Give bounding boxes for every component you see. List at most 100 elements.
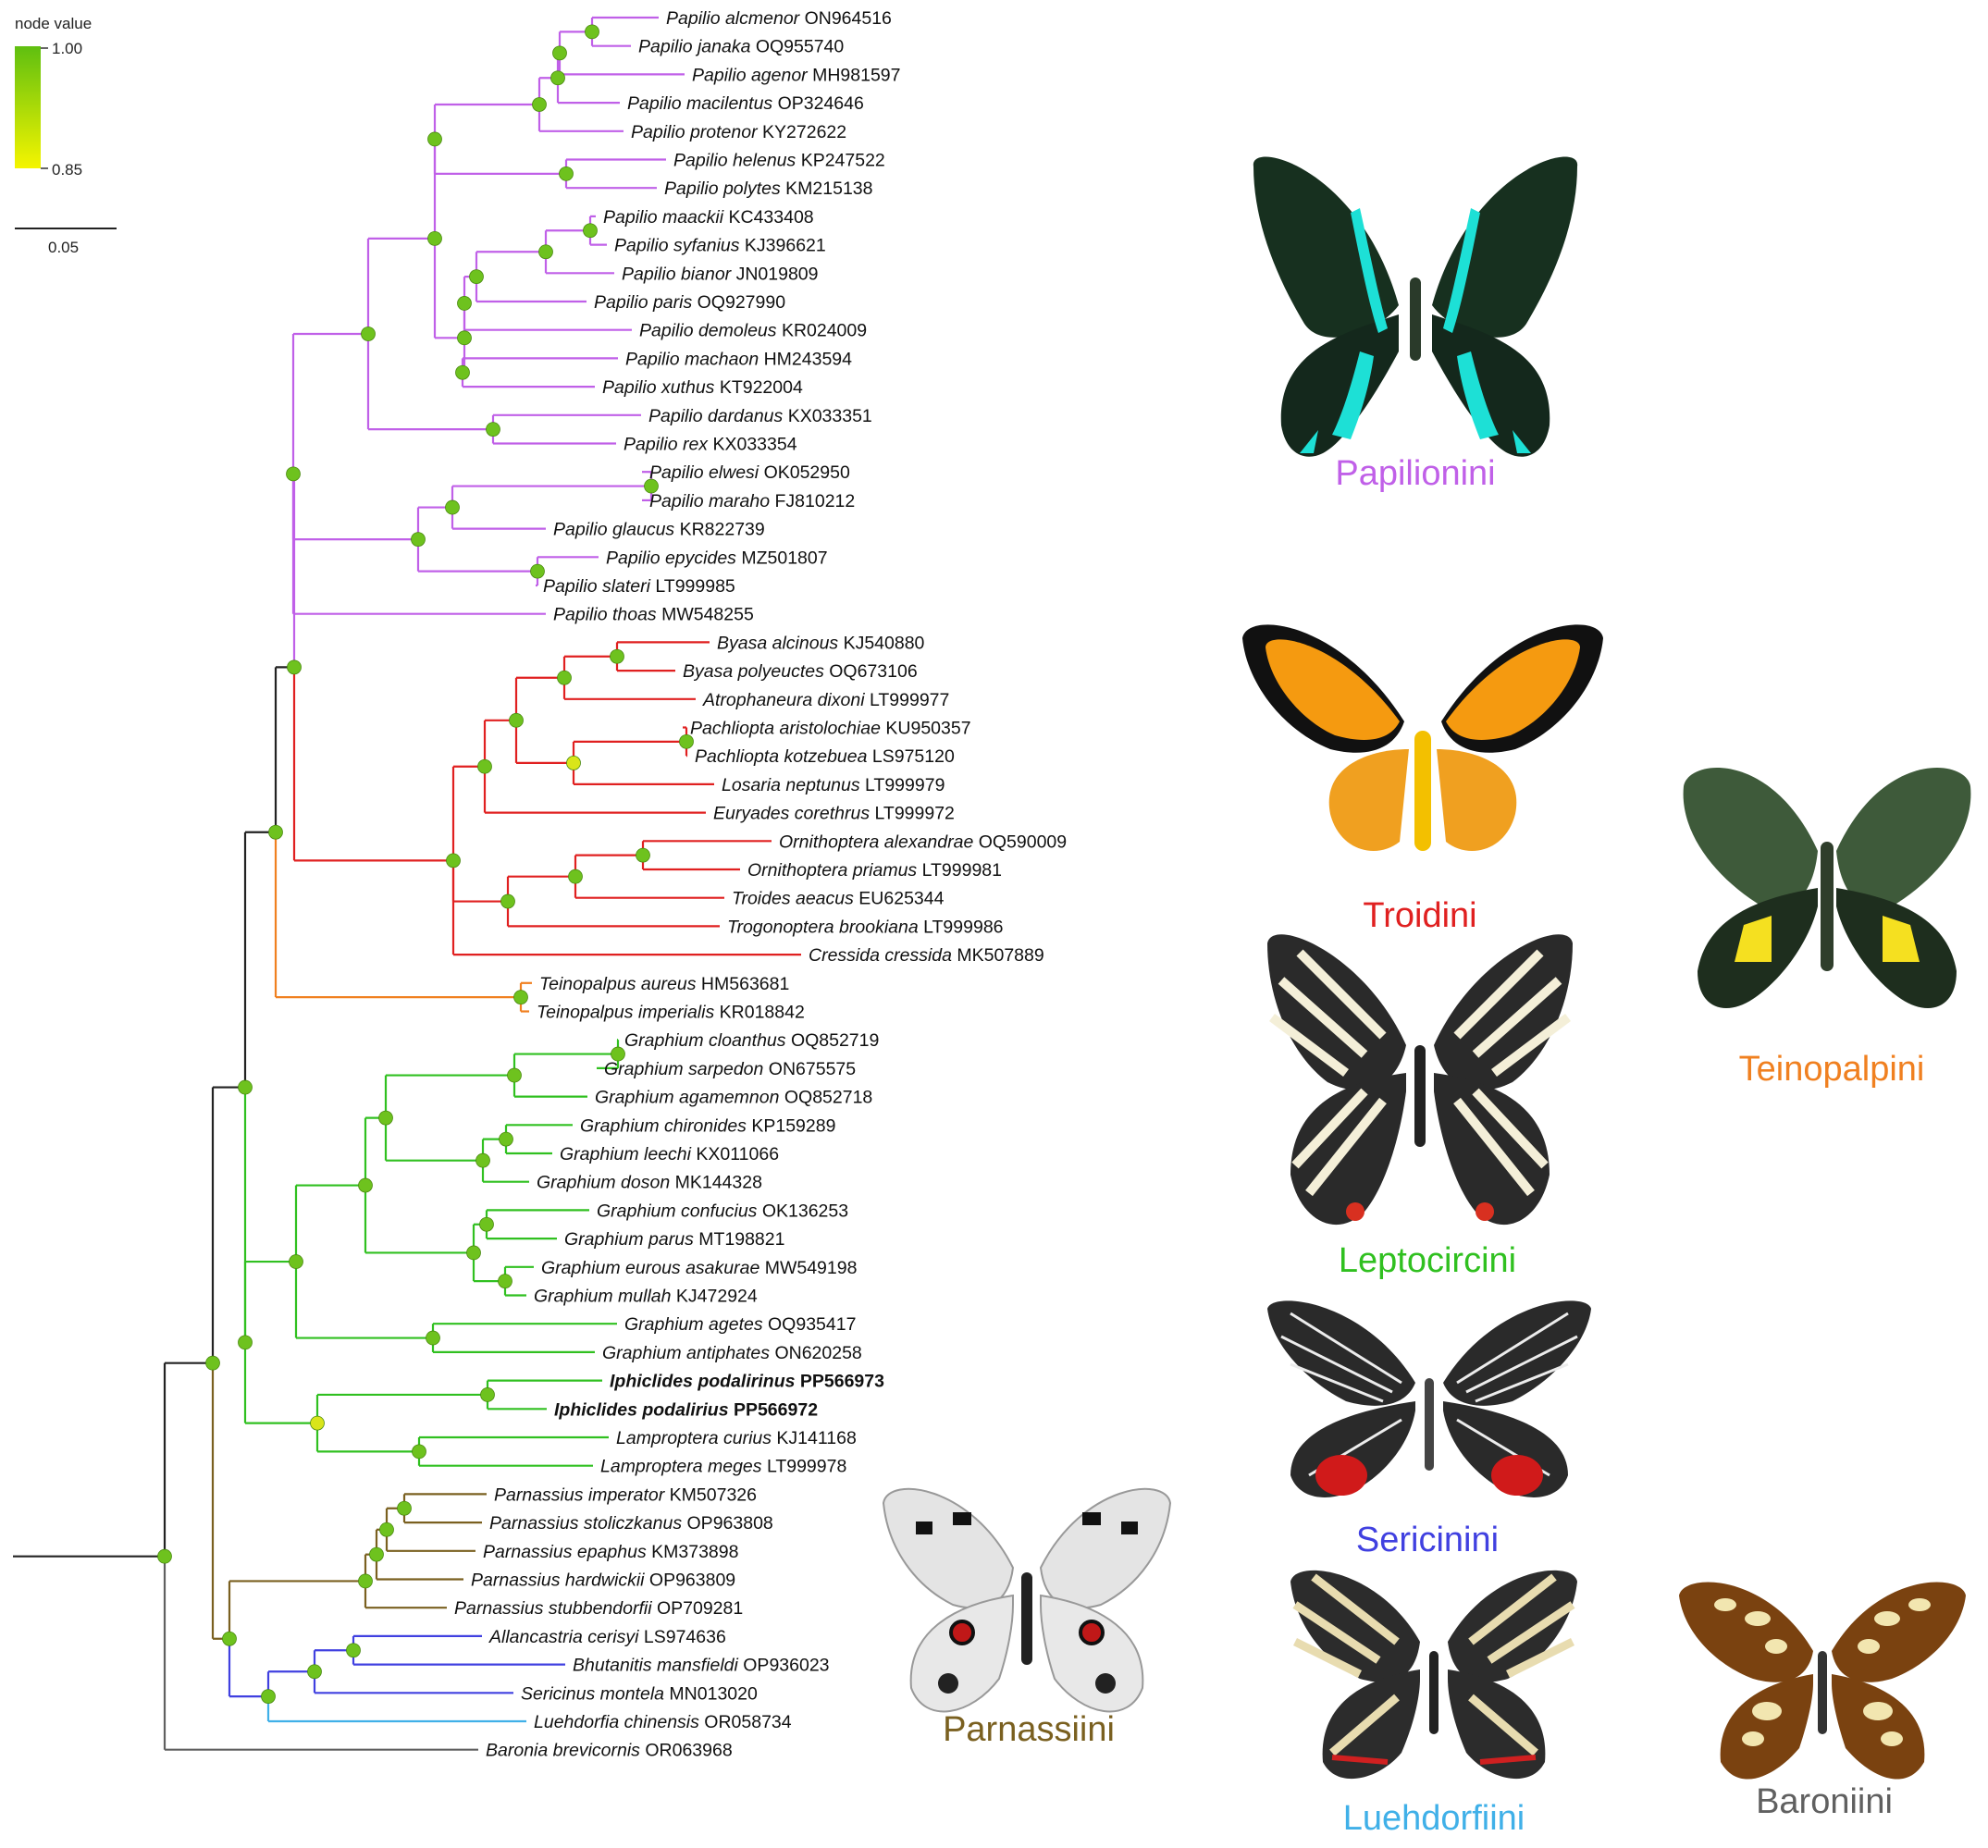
tip-accession: LT999981 [922,860,1002,881]
tip-species: Graphium parus [564,1229,698,1250]
support-node [679,733,694,749]
tip-accession: PP566973 [800,1372,884,1392]
tip-species: Graphium cloanthus [624,1030,791,1051]
tip-species: Papilio macilentus [627,93,778,114]
tip-accession: KJ472924 [676,1287,758,1307]
support-node [346,1643,361,1658]
tip-label: Papilio slateri LT999985 [543,576,735,597]
support-node [486,422,500,437]
tip-label: Graphium leechi KX011066 [560,1144,779,1164]
tip-species: Lamproptera curius [616,1428,776,1448]
tip-accession: OQ927990 [698,292,786,313]
tip-accession: OR063968 [645,1741,732,1761]
tip-label: Parnassius stoliczkanus OP963808 [489,1513,773,1534]
tip-species: Troides aeacus [732,889,858,909]
tip-label: Papilio thoas MW548255 [553,605,754,625]
node-value-legend: node value 1.00 0.85 0.05 [15,15,117,256]
support-node [479,1216,494,1232]
leptocircini-butterfly-image [1267,934,1573,1226]
support-node [261,1689,276,1705]
tip-label: Ornithoptera alexandrae OQ590009 [779,832,1067,852]
tip-accession: PP566972 [734,1399,818,1420]
tip-species: Parnassius stoliczkanus [489,1513,687,1534]
tip-accession: ON620258 [774,1343,861,1363]
tribe-labels: Papilionini Troidini Teinopalpini Leptoc… [943,454,1924,1838]
support-node [205,1355,220,1371]
support-node [513,990,528,1005]
tip-species: Ornithoptera alexandrae [779,832,979,852]
tip-label: Baronia brevicornis OR063968 [486,1741,733,1761]
tip-species: Papilio glaucus [553,520,680,540]
tip-species: Papilio dardanus [648,406,788,426]
tip-species: Papilio machaon [625,349,764,369]
tip-species: Graphium agamemnon [595,1088,784,1108]
tip-accession: LS974636 [644,1627,726,1647]
tip-label: Graphium parus MT198821 [564,1229,784,1250]
tip-species: Graphium leechi [560,1144,696,1164]
tip-species: Papilio agenor [692,65,812,85]
tip-label: Byasa polyeuctes OQ673106 [683,661,918,682]
tip-label: Parnassius epaphus KM373898 [483,1542,738,1562]
tip-label: Papilio xuthus KT922004 [602,377,803,398]
tip-label: Lamproptera meges LT999978 [600,1457,846,1477]
support-node [358,1177,373,1193]
tip-accession: KT922004 [720,377,803,398]
support-node [530,563,545,579]
tip-label: Parnassius imperator KM507326 [494,1485,757,1505]
tip-label: Papilio machaon HM243594 [625,349,852,369]
tip-species: Papilio slateri [543,576,655,597]
tip-label: Parnassius hardwickii OP963809 [471,1571,735,1591]
tip-label: Papilio agenor MH981597 [692,65,901,85]
tip-species: Papilio epycides [606,548,741,568]
support-node [538,244,553,260]
tip-species: Papilio thoas [553,605,661,625]
tip-species: Graphium eurous asakurae [541,1258,765,1278]
support-node [411,532,426,548]
tip-accession: KM507326 [670,1485,757,1505]
support-node [358,1573,373,1589]
tip-species: Papilio maackii [603,207,728,228]
tip-accession: OQ590009 [979,832,1067,852]
tip-species: Papilio syfanius [614,236,745,256]
support-node [238,1335,253,1350]
tip-species: Papilio rex [624,435,712,455]
tip-species: Losaria neptunus [722,775,865,795]
tip-label: Papilio glaucus KR822739 [553,520,765,540]
papilionini-butterfly-image [1253,156,1578,457]
tip-species: Pachliopta aristolochiae [690,719,885,739]
tip-accession: MH981597 [812,65,900,85]
legend-max-label: 1.00 [52,40,82,57]
support-node [475,1152,490,1168]
support-node [507,1067,522,1083]
support-node [157,1548,172,1564]
tip-species: Papilio paris [594,292,698,313]
support-node [457,330,472,346]
tip-label: Atrophaneura dixoni LT999977 [702,690,949,710]
tip-accession: KM215138 [785,179,872,199]
tip-label: Papilio alcmenor ON964516 [666,8,892,29]
teinopalpini-butterfly-image [1683,767,1971,1008]
scale-bar-label: 0.05 [48,239,79,256]
tip-label: Iphiclides podalirinus PP566973 [610,1372,884,1392]
support-node [466,1245,481,1261]
tip-accession: OR058734 [704,1712,791,1732]
tip-label: Graphium eurous asakurae MW549198 [541,1258,857,1278]
node-support-markers [157,24,694,1705]
tip-label: Pachliopta aristolochiae KU950357 [690,719,971,739]
support-node [498,1274,512,1289]
tip-label: Graphium doson MK144328 [537,1173,762,1193]
tip-accession: KR018842 [720,1003,805,1023]
tip-species: Byasa alcinous [717,633,844,653]
tip-label: Papilio bianor JN019809 [622,264,819,284]
tip-accession: LT999972 [875,804,955,824]
tip-accession: KJ141168 [776,1428,856,1448]
tribe-label-baroniini: Baroniini [1756,1782,1893,1821]
tip-species: Parnassius hardwickii [471,1571,649,1591]
tip-label: Papilio janaka OQ955740 [638,37,844,57]
tip-species: Euryades corethrus [713,804,875,824]
tip-species: Baronia brevicornis [486,1741,645,1761]
tip-accession: KX033351 [788,406,872,426]
support-node [477,758,492,774]
